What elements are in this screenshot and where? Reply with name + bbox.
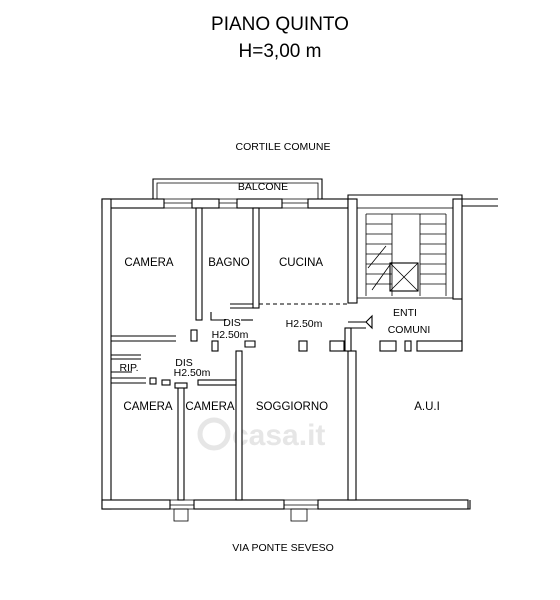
label-bagno: BAGNO (208, 257, 250, 269)
label-corridor-height: H2.50m (286, 318, 323, 330)
label-balcone: BALCONE (238, 181, 288, 193)
label-cucina: CUCINA (279, 257, 323, 269)
stairwell (356, 207, 454, 299)
balcony (152, 178, 323, 199)
label-soggiorno: SOGGIORNO (256, 401, 328, 413)
label-via-ponte-seveso: VIA PONTE SEVESO (232, 542, 334, 554)
label-dis-lower: DIS (175, 357, 193, 369)
label-aui: A.U.I (414, 401, 440, 413)
label-cortile-comune: CORTILE COMUNE (236, 141, 331, 153)
watermark: casa.it (197, 417, 325, 452)
ceiling-height: H=3,00 m (239, 41, 322, 62)
windows-top (164, 198, 308, 209)
label-rip: RIP. (119, 362, 138, 374)
watermark-logo-icon (197, 417, 231, 451)
label-enti: ENTI (393, 307, 417, 319)
label-camera-mid: CAMERA (185, 401, 235, 413)
label-dis-upper: DIS (223, 317, 241, 329)
entry-arrow-icon (365, 314, 373, 330)
watermark-text: casa.it (232, 419, 325, 452)
plan-title: PIANO QUINTO (211, 14, 349, 35)
label-dis-lower-height: H2.50m (174, 367, 211, 379)
label-dis-upper-height: H2.50m (212, 329, 249, 341)
label-comuni: COMUNI (388, 324, 431, 336)
interior-walls (111, 207, 463, 501)
label-camera-left: CAMERA (123, 401, 173, 413)
exterior-walls (101, 194, 498, 510)
elevator-icon (389, 262, 419, 292)
label-camera-top: CAMERA (124, 257, 174, 269)
windows-bottom (170, 499, 318, 522)
